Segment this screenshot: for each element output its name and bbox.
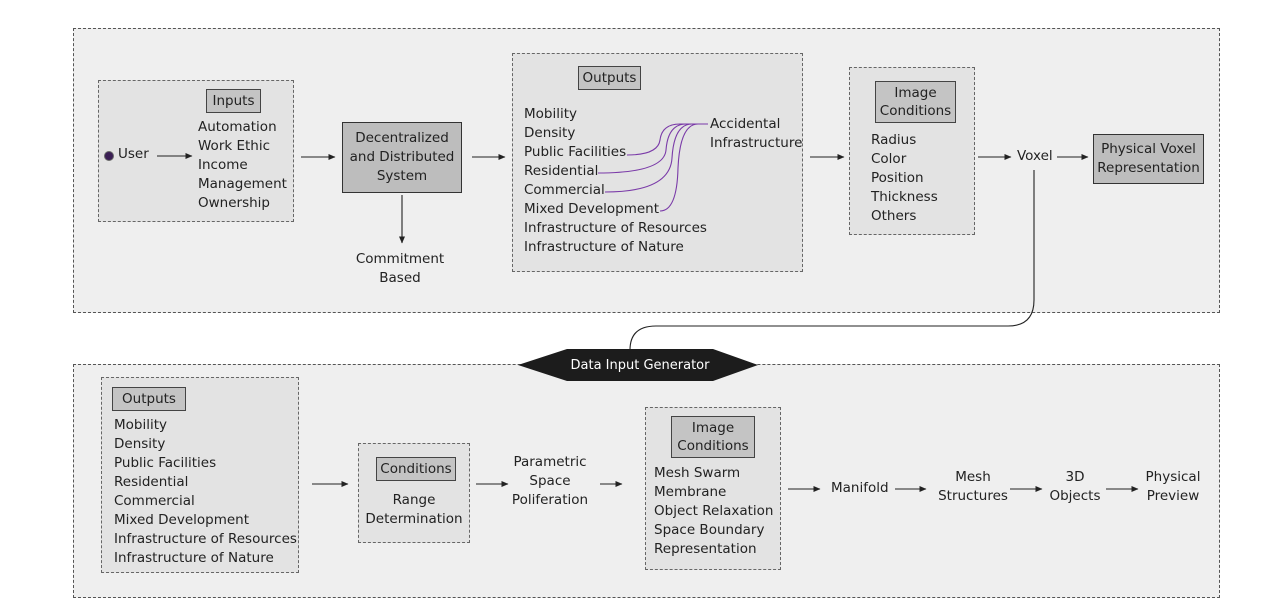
system-line: and Distributed xyxy=(349,149,455,165)
system-line: Decentralized xyxy=(355,130,449,146)
output-item: Density xyxy=(524,125,576,141)
output-item: Mixed Development xyxy=(114,512,250,528)
output-item: Mixed Development xyxy=(524,201,660,217)
image-condition-item: Object Relaxation xyxy=(654,503,774,519)
user-label: User xyxy=(118,146,149,162)
top-outputs-title: Outputs xyxy=(578,66,641,90)
user-dot-icon xyxy=(104,151,114,161)
output-item: Commercial xyxy=(524,182,605,198)
inputs-list: Automation Work Ethic Income Management … xyxy=(198,118,287,213)
bottom-image-conditions-list: Mesh Swarm Membrane Object Relaxation Sp… xyxy=(654,464,773,559)
top-image-conditions-title: Image Conditions xyxy=(875,81,956,123)
output-item: Mobility xyxy=(524,106,578,122)
image-condition-item: Membrane xyxy=(654,484,727,500)
commitment-label: Commitment Based xyxy=(355,251,445,286)
output-item: Public Facilities xyxy=(524,144,627,160)
output-item: Commercial xyxy=(114,493,195,509)
output-item: Infrastructure of Nature xyxy=(114,550,274,566)
bottom-image-conditions-title: Image Conditions xyxy=(671,416,755,458)
inputs-item: Income xyxy=(198,157,248,173)
output-item: Residential xyxy=(114,474,189,490)
data-input-generator-label: Data Input Generator xyxy=(570,358,710,373)
output-item: Infrastructure of Resources xyxy=(524,220,707,236)
inputs-title: Inputs xyxy=(206,89,261,113)
image-condition-item: Thickness xyxy=(871,189,938,205)
physical-preview-label: Physical Preview xyxy=(1145,469,1201,504)
output-item: Density xyxy=(114,436,166,452)
conditions-range-label: Range Determination xyxy=(365,492,463,527)
image-condition-item: Others xyxy=(871,208,917,224)
3d-objects-label: 3D Objects xyxy=(1049,469,1101,504)
image-condition-item: Space Boundary xyxy=(654,522,765,538)
inputs-item: Work Ethic xyxy=(198,138,271,154)
output-item: Infrastructure of Resources xyxy=(114,531,297,547)
bottom-outputs-list: Mobility Density Public Facilities Resid… xyxy=(114,416,297,568)
output-item: Infrastructure of Nature xyxy=(524,239,684,255)
physical-voxel-box: Physical Voxel Representation xyxy=(1093,134,1204,184)
bottom-outputs-title: Outputs xyxy=(112,387,186,411)
top-outputs-list: Mobility Density Public Facilities Resid… xyxy=(524,105,707,257)
output-item: Public Facilities xyxy=(114,455,217,471)
conditions-title: Conditions xyxy=(376,457,456,481)
image-condition-item: Representation xyxy=(654,541,757,557)
inputs-item: Management xyxy=(198,176,287,192)
voxel-label: Voxel xyxy=(1017,148,1053,164)
image-condition-item: Position xyxy=(871,170,924,186)
output-item: Residential xyxy=(524,163,599,179)
top-image-conditions-list: Radius Color Position Thickness Others xyxy=(871,131,938,226)
accidental-infrastructure-label: Accidental Infrastructure xyxy=(710,116,803,151)
inputs-item: Automation xyxy=(198,119,277,135)
image-condition-item: Radius xyxy=(871,132,917,148)
output-item: Mobility xyxy=(114,417,168,433)
mesh-structures-label: Mesh Structures xyxy=(938,469,1008,504)
system-line: System xyxy=(376,168,428,184)
image-condition-item: Color xyxy=(871,151,907,167)
parametric-space-label: Parametric Space Poliferation xyxy=(511,454,589,508)
manifold-label: Manifold xyxy=(831,480,889,496)
system-box: Decentralized and Distributed System xyxy=(342,122,462,193)
image-condition-item: Mesh Swarm xyxy=(654,465,741,481)
inputs-box xyxy=(98,80,294,222)
inputs-item: Ownership xyxy=(198,195,270,211)
